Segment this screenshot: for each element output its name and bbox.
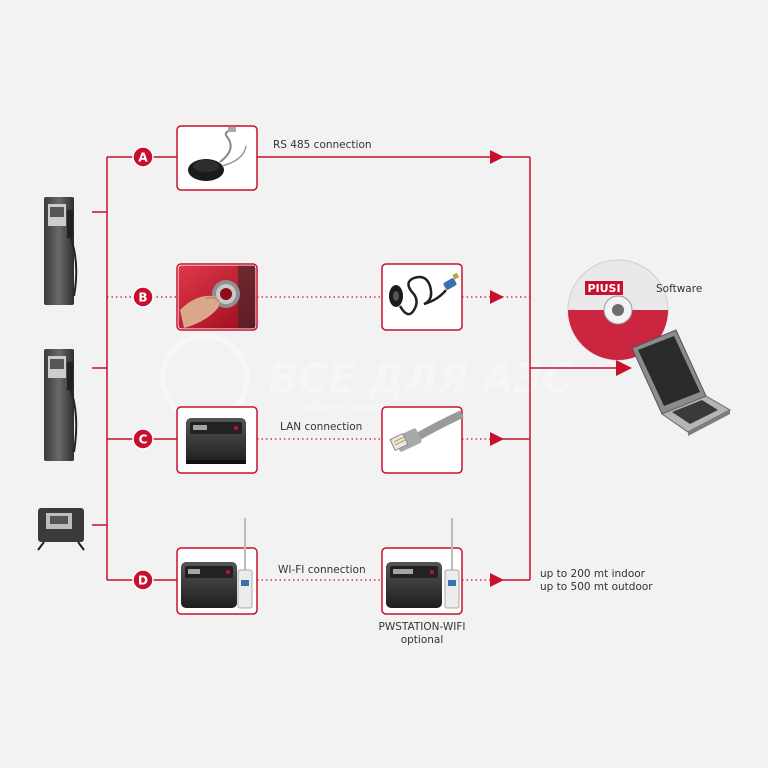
key-button-icon [178, 265, 256, 329]
ethernet-plug-icon [389, 410, 464, 452]
usb-cable-icon [389, 272, 460, 316]
rs485-reader-icon [188, 127, 247, 181]
arrows [490, 150, 632, 587]
badge-d: D [132, 569, 154, 591]
arrow-right-icon [490, 150, 504, 164]
arrow-right-icon [490, 290, 504, 304]
svg-text:A: A [138, 151, 148, 165]
pwstation-icon [386, 562, 442, 608]
wifi-antenna-icon [237, 518, 253, 609]
label-wifi: WI-FI connection [278, 564, 366, 576]
disc-brand: PIUSI [587, 282, 620, 295]
fuel-dispenser-icon [44, 197, 78, 305]
pwstation-icon [186, 418, 246, 464]
box-rs485-reader [176, 125, 258, 191]
box-pwstation-lan [176, 406, 258, 474]
badge-a: A [132, 146, 154, 168]
box-key-button [176, 263, 258, 331]
label-range-indoor: up to 200 mt indoor [540, 568, 646, 580]
label-station-name: PWSTATION-WIFI [379, 621, 466, 633]
fuel-dispenser-icon [37, 508, 85, 551]
software-disc-icon: PIUSI [567, 259, 669, 361]
label-lan: LAN connection [280, 421, 362, 433]
watermark-title: ВСЕ ДЛЯ АЗС [268, 356, 571, 402]
badge-b: B [132, 286, 154, 308]
watermark: ВСЕ ДЛЯ АЗС оборудование [160, 333, 571, 423]
box-pwstation-wifi-optional [381, 518, 463, 615]
arrow-right-icon [490, 573, 504, 587]
pwstation-icon [181, 562, 237, 608]
fuel-dispenser-icon [44, 349, 78, 461]
dotted-lines [107, 296, 530, 581]
arrow-right-icon [616, 360, 632, 376]
box-usb-cable [381, 263, 463, 331]
box-ethernet [381, 406, 464, 474]
wifi-antenna-icon [444, 518, 460, 609]
box-pwstation-wifi [176, 518, 258, 615]
badge-c: C [132, 428, 154, 450]
label-range-outdoor: up to 500 mt outdoor [540, 581, 653, 593]
laptop-icon [631, 329, 732, 436]
label-software: Software [656, 283, 702, 295]
connection-lines [92, 156, 618, 581]
svg-text:B: B [138, 291, 147, 305]
label-station-note: optional [401, 634, 444, 646]
arrow-right-icon [490, 432, 504, 446]
label-rs485: RS 485 connection [273, 139, 372, 151]
svg-text:D: D [138, 574, 148, 588]
svg-text:C: C [139, 433, 148, 447]
